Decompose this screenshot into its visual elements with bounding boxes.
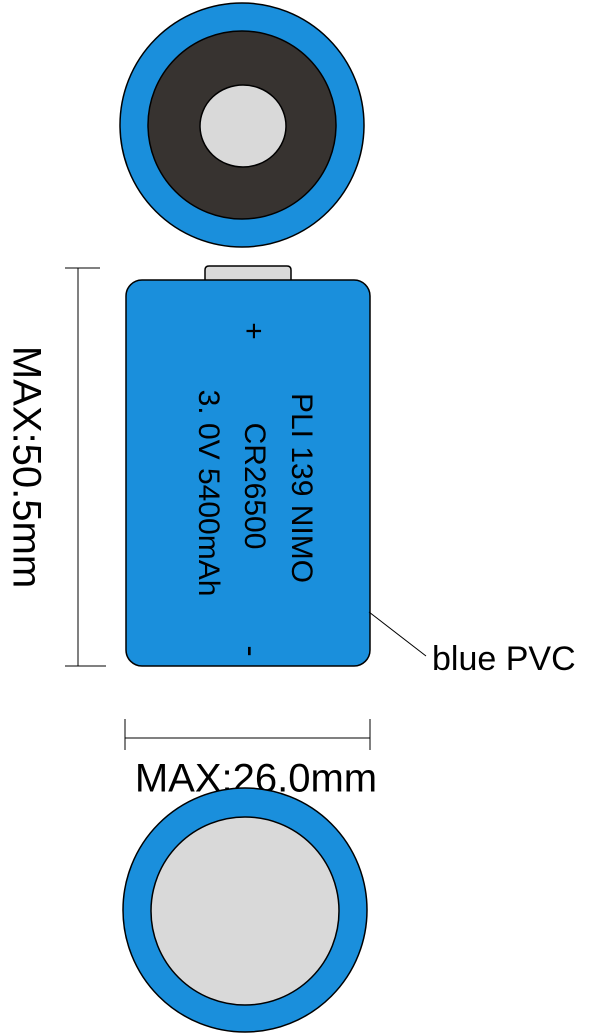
- height-dimension: MAX:50.5mm: [4, 267, 106, 667]
- battery-label-line3: 3. 0V 5400mAh: [192, 390, 225, 597]
- battery-label-line2: CR26500: [238, 423, 271, 550]
- callout-leader-line: [368, 611, 427, 657]
- battery-body: [125, 279, 371, 667]
- bottom-negative-terminal: [150, 816, 340, 1006]
- positive-terminal-cap: [204, 265, 292, 283]
- battery-side-view: PLI 139 NIMO CR26500 3. 0V 5400mAh + -: [125, 265, 371, 667]
- top-positive-terminal: [199, 84, 287, 168]
- battery-label-line1: PLI 139 NIMO: [285, 393, 318, 583]
- plus-sign: +: [237, 322, 270, 340]
- callout-label: blue PVC: [432, 640, 576, 678]
- minus-sign: -: [232, 645, 270, 656]
- top-view-positive-end: [119, 2, 365, 248]
- material-callout: blue PVC: [368, 611, 576, 678]
- height-dimension-label: MAX:50.5mm: [4, 346, 48, 588]
- bottom-view-negative-end: [122, 787, 368, 1033]
